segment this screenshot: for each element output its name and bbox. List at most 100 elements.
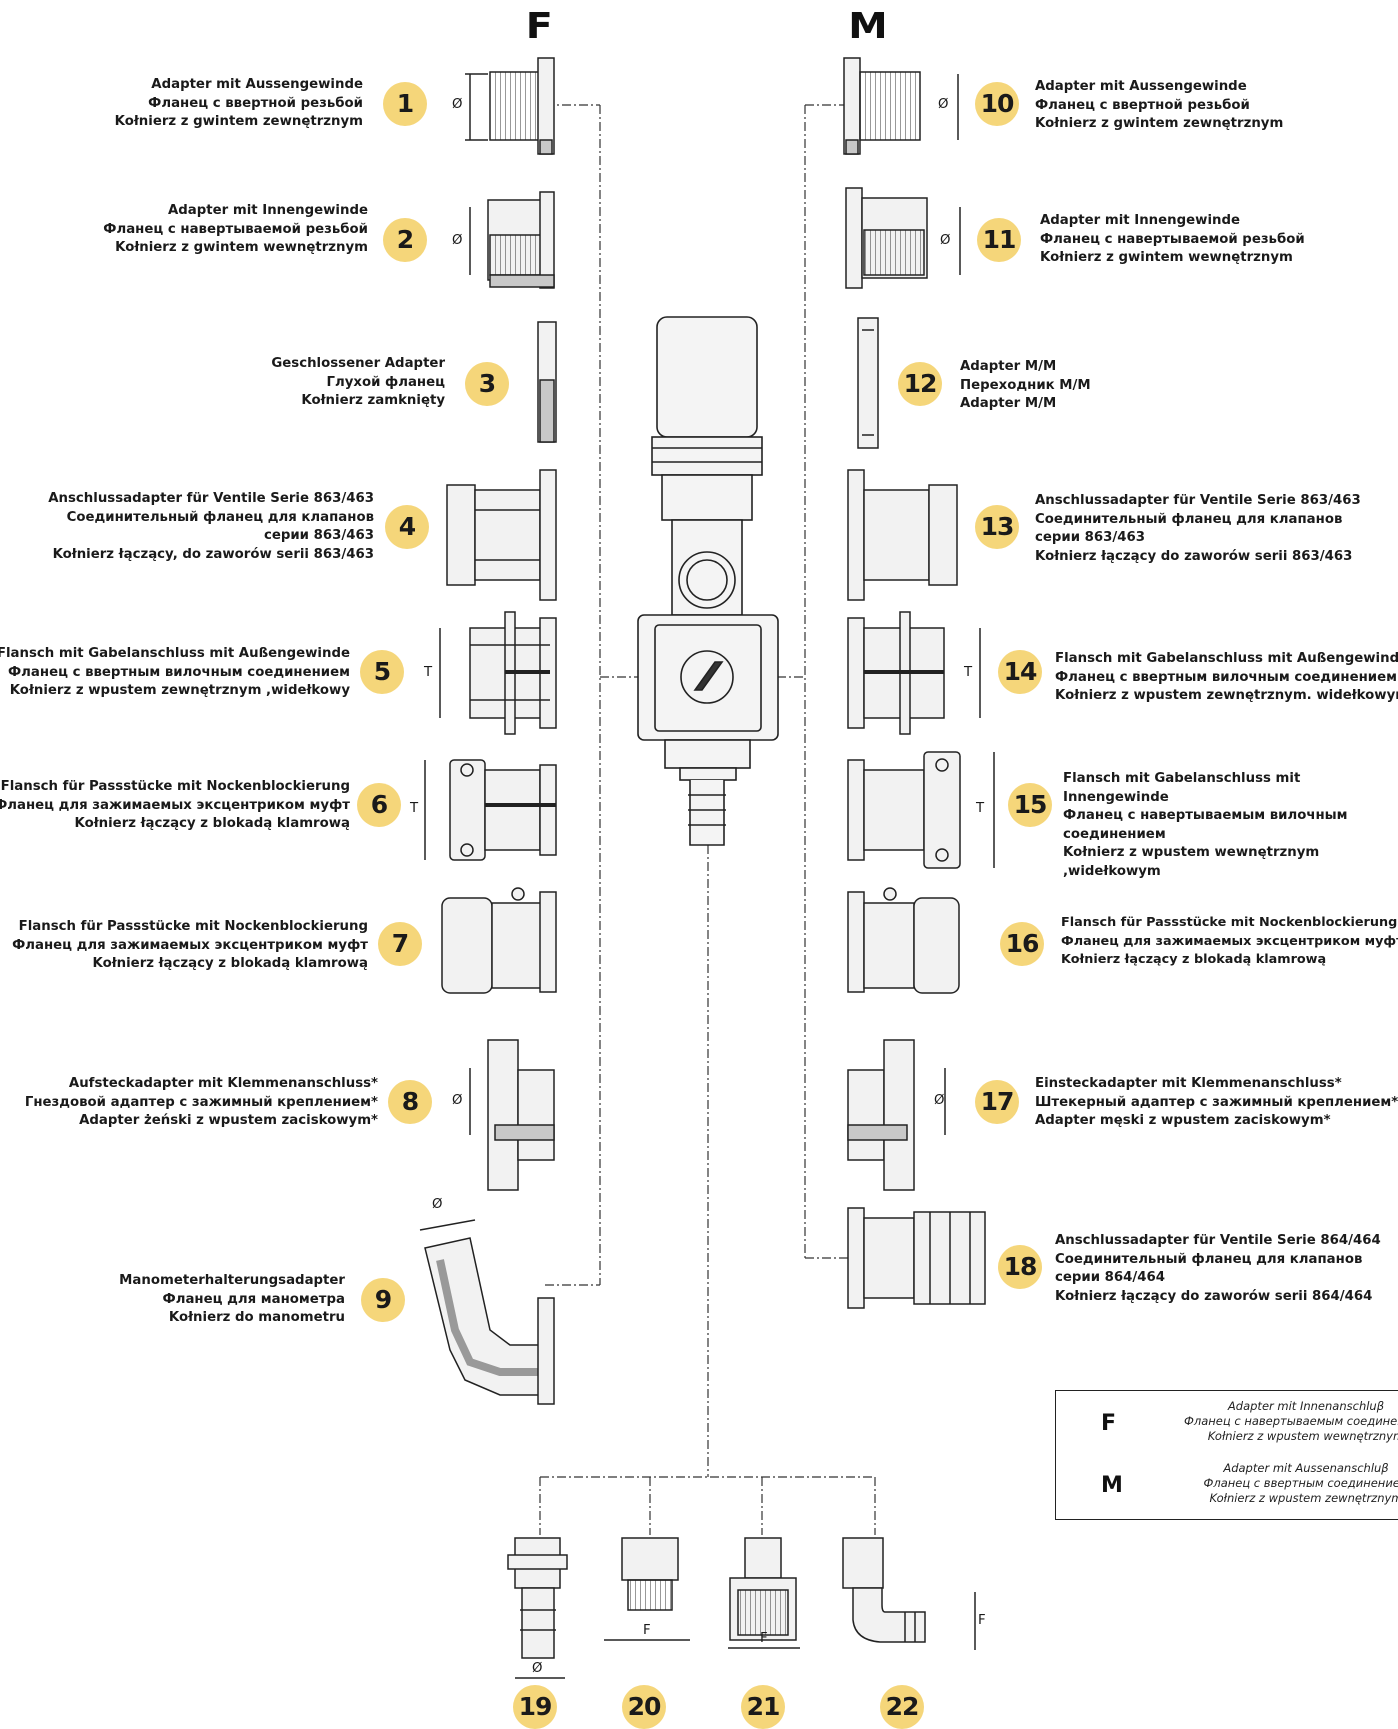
badge-21: 21	[741, 1685, 785, 1729]
label-12-pl: Adapter M/M	[960, 396, 1057, 411]
label-13-ru: Соединительный фланец для клапанов серии…	[1035, 511, 1343, 546]
dim-diameter-9: Ø	[432, 1197, 443, 1212]
legend-box: F Adapter mit Innenanschluβ Фланец с нав…	[1055, 1390, 1398, 1520]
label-2-pl: Kołnierz z gwintem wewnętrznym	[115, 240, 368, 255]
label-12: Adapter M/M Переходник M/M Adapter M/M	[960, 358, 1091, 414]
badge-14: 14	[998, 650, 1042, 694]
badge-11: 11	[977, 218, 1021, 262]
label-9-de: Manometerhalterungsadapter	[119, 1273, 345, 1288]
dim-height-15: T	[976, 801, 985, 816]
badge-7: 7	[378, 922, 422, 966]
label-16-ru: Фланец для зажимаемых эксцентриком муфт	[1061, 933, 1398, 949]
label-14-pl: Kołnierz z wpustem zewnętrznym. widełkow…	[1055, 688, 1398, 703]
badge-19: 19	[513, 1685, 557, 1729]
label-5-ru: Фланец с ввертным вилочным соединением	[7, 664, 350, 680]
part-18-drawing	[847, 1207, 986, 1309]
label-17-ru: Штекерный адаптер с зажимный креплением*	[1035, 1094, 1398, 1110]
part-19-drawing	[507, 1537, 568, 1679]
label-4-de: Anschlussadapter für Ventile Serie 863/4…	[48, 491, 374, 506]
dim-diameter-19: Ø	[532, 1661, 543, 1676]
dim-height-6: T	[410, 801, 419, 816]
part-12-drawing	[857, 317, 879, 449]
label-6-ru: Фланец для зажимаемых эксцентриком муфт	[0, 797, 350, 813]
badge-22: 22	[880, 1685, 924, 1729]
male-column-header: M	[848, 6, 888, 47]
badge-8: 8	[388, 1080, 432, 1124]
part-6-drawing	[424, 759, 557, 861]
part-17-drawing	[847, 1039, 946, 1191]
female-column-header: F	[525, 6, 553, 47]
dim-height-5: T	[424, 665, 433, 680]
badge-5: 5	[360, 650, 404, 694]
label-7: Flansch für Passstücke mit Nockenblockie…	[12, 918, 368, 974]
label-9-pl: Kołnierz do manometru	[168, 1310, 345, 1325]
label-3: Geschlossener Adapter Глухой фланец Kołn…	[271, 355, 445, 411]
legend-male-text: Adapter mit Aussenanschluβ Фланец с ввер…	[1156, 1461, 1398, 1506]
dim-diameter-10: Ø	[938, 97, 949, 112]
part-11-drawing	[845, 187, 961, 289]
dim-diameter-2: Ø	[452, 233, 463, 248]
label-4-pl: Kołnierz łączący, do zaworów serii 863/4…	[52, 546, 374, 562]
part-5-drawing	[439, 611, 557, 735]
legend-male-de: Adapter mit Aussenanschluβ	[1223, 1461, 1389, 1475]
part-14-drawing	[847, 611, 981, 735]
label-8: Aufsteckadapter mit Klemmenanschluss* Гн…	[25, 1075, 378, 1131]
dim-thread-20: F	[643, 1623, 651, 1638]
part-10-drawing	[843, 57, 959, 155]
label-18: Anschlussadapter für Ventile Serie 864/4…	[1055, 1232, 1395, 1306]
label-16-pl: Kołnierz łączący z blokadą klamrową	[1061, 952, 1327, 967]
label-4-ru-2: серии 863/463	[263, 528, 374, 543]
part-20-drawing	[604, 1537, 690, 1641]
legend-male-letter: M	[1101, 1473, 1123, 1498]
label-7-ru: Фланец для зажимаемых эксцентриком муфт	[12, 937, 368, 953]
label-5-de: Flansch mit Gabelanschluss mit Außengewi…	[0, 646, 350, 661]
label-8-de: Aufsteckadapter mit Klemmenanschluss*	[68, 1076, 378, 1091]
label-18-ru: Соединительный фланец для клапанов серии…	[1055, 1251, 1363, 1286]
label-1-pl: Kołnierz z gwintem zewnętrznym	[114, 114, 363, 129]
legend-female-text: Adapter mit Innenanschluβ Фланец с навер…	[1156, 1399, 1398, 1444]
label-10-de: Adapter mit Aussengewinde	[1035, 79, 1247, 94]
connection-lines	[539, 104, 876, 1535]
label-8-ru: Гнездовой адаптер с зажимный креплением*	[24, 1094, 378, 1110]
label-13-de: Anschlussadapter für Ventile Serie 863/4…	[1035, 493, 1361, 508]
badge-20: 20	[622, 1685, 666, 1729]
label-2: Adapter mit Innengewinde Фланец с наверт…	[103, 202, 368, 258]
label-2-ru: Фланец с навертываемой резьбой	[103, 221, 368, 237]
label-9: Manometerhalterungsadapter Фланец для ма…	[119, 1272, 345, 1328]
label-14: Flansch mit Gabelanschluss mit Außengewi…	[1055, 650, 1398, 706]
label-17-pl: Adapter męski z wpustem zaciskowym*	[1035, 1113, 1331, 1128]
dim-thread-22: F	[978, 1613, 986, 1628]
legend-male-ru: Фланец с ввертным соединением	[1203, 1476, 1398, 1490]
label-5-pl: Kołnierz z wpustem zewnętrznym ,widełkow…	[9, 683, 350, 698]
label-10: Adapter mit Aussengewinde Фланец с вверт…	[1035, 78, 1283, 134]
dim-diameter-17: Ø	[934, 1093, 945, 1108]
legend-female-pl: Kołnierz z wpustem wewnętrznym	[1207, 1429, 1398, 1443]
label-14-de: Flansch mit Gabelanschluss mit Außengewi…	[1055, 651, 1398, 666]
label-12-ru: Переходник M/M	[960, 377, 1091, 393]
central-valve	[637, 316, 779, 846]
dim-height-14: T	[964, 665, 973, 680]
label-13-pl: Kołnierz łączący do zaworów serii 863/46…	[1035, 548, 1353, 564]
label-6-pl: Kołnierz łączący z blokadą klamrową	[74, 816, 350, 831]
part-1-drawing	[465, 57, 555, 155]
label-15-ru: Фланец с навертываемым вилочным соединен…	[1063, 808, 1348, 842]
label-17: Einsteckadapter mit Klemmenanschluss* Шт…	[1035, 1075, 1398, 1131]
part-3-drawing	[537, 321, 557, 443]
label-8-pl: Adapter żeński z wpustem zaciskowym*	[79, 1113, 378, 1128]
label-1-ru: Фланец с ввертной резьбой	[148, 95, 363, 111]
label-2-de: Adapter mit Innengewinde	[167, 203, 368, 218]
label-11-de: Adapter mit Innengewinde	[1040, 213, 1241, 228]
badge-6: 6	[357, 783, 401, 827]
part-13-drawing	[847, 469, 958, 601]
badge-4: 4	[385, 505, 429, 549]
legend-male-pl: Kołnierz z wpustem zewnętrznym	[1209, 1491, 1398, 1505]
label-5: Flansch mit Gabelanschluss mit Außengewi…	[0, 645, 350, 701]
label-15-pl: Kołnierz z wpustem wewnętrznym ,widełkow…	[1063, 845, 1320, 879]
label-12-de: Adapter M/M	[960, 359, 1057, 374]
label-16-de: Flansch für Passstücke mit Nockenblockie…	[1061, 915, 1398, 930]
label-10-ru: Фланец с ввертной резьбой	[1035, 97, 1250, 113]
badge-17: 17	[975, 1080, 1019, 1124]
dim-thread-21: F	[760, 1631, 768, 1646]
label-3-pl: Kołnierz zamknięty	[301, 393, 445, 408]
dim-diameter-11: Ø	[940, 233, 951, 248]
